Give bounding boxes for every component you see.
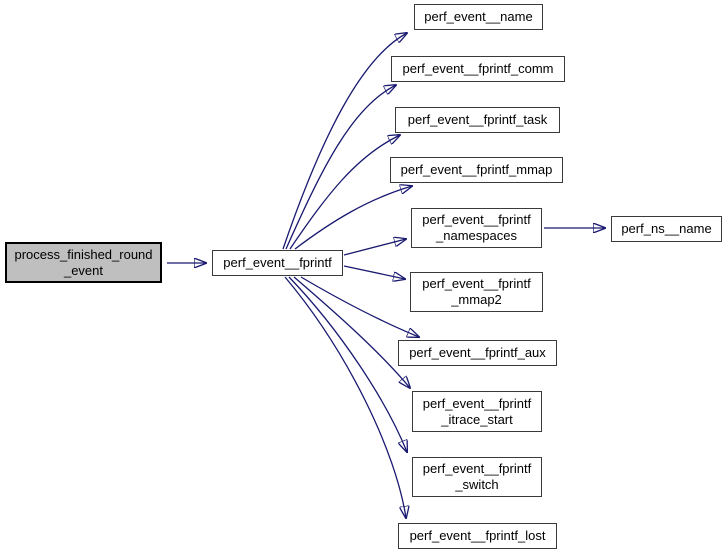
node-perf-event-fprintf-task[interactable]: perf_event__fprintf_task <box>395 107 560 133</box>
edge-fprintf-to-mmap2 <box>343 265 405 279</box>
node-perf-event-fprintf-mmap2[interactable]: perf_event__fprintf _mmap2 <box>410 272 543 312</box>
edge-fprintf-to-namespaces <box>343 239 406 256</box>
node-perf-event-fprintf-mmap[interactable]: perf_event__fprintf_mmap <box>390 157 563 183</box>
node-perf-event-fprintf-namespaces[interactable]: perf_event__fprintf _namespaces <box>411 208 542 248</box>
node-perf-event-fprintf-comm[interactable]: perf_event__fprintf_comm <box>391 56 565 82</box>
edge-fprintf-to-mmap <box>294 186 412 250</box>
node-perf-event-fprintf-switch[interactable]: perf_event__fprintf _switch <box>412 457 542 497</box>
edge-fprintf-to-switch <box>288 276 407 452</box>
node-perf-event-fprintf-itrace-start[interactable]: perf_event__fprintf _itrace_start <box>412 391 542 432</box>
node-perf-event-name[interactable]: perf_event__name <box>414 4 543 30</box>
node-perf-event-fprintf[interactable]: perf_event__fprintf <box>212 250 343 276</box>
node-process-finished-round-event: process_finished_round _event <box>5 242 162 283</box>
edge-fprintf-to-itrace-start <box>293 276 410 388</box>
node-perf-event-fprintf-lost[interactable]: perf_event__fprintf_lost <box>398 523 557 549</box>
edge-fprintf-to-aux <box>300 276 419 337</box>
edge-fprintf-to-lost <box>284 276 406 518</box>
node-perf-event-fprintf-aux[interactable]: perf_event__fprintf_aux <box>398 340 557 366</box>
edge-fprintf-to-comm <box>285 85 396 250</box>
node-perf-ns-name[interactable]: perf_ns__name <box>611 216 722 242</box>
edge-fprintf-to-task <box>289 135 400 250</box>
edge-fprintf-to-name <box>282 33 407 250</box>
